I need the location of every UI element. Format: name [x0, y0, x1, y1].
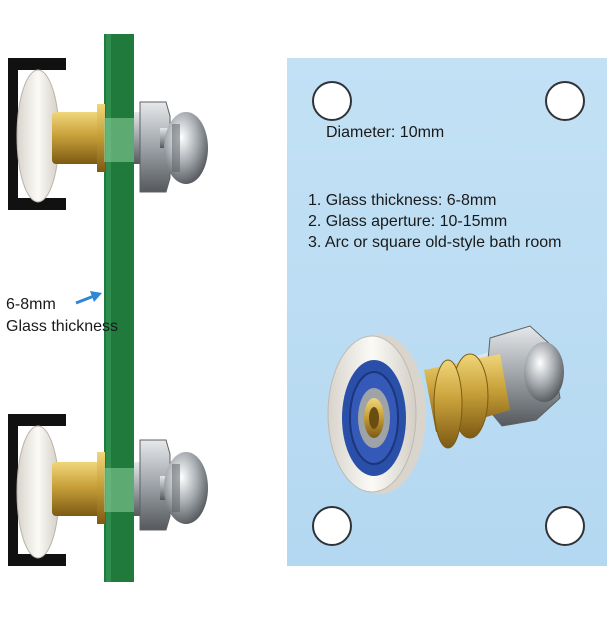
spec-item: 2. Glass aperture: 10-15mm [308, 213, 508, 230]
arrow-right-icon [75, 291, 102, 305]
spec-item: 1. Glass thickness: 6-8mm [308, 192, 497, 209]
hole-bottom-left [312, 506, 352, 546]
diameter-label: Diameter: 10mm [326, 124, 445, 141]
product-detail-panel [287, 58, 607, 566]
roller-assembly-bottom [8, 414, 208, 566]
roller-assembly-top [8, 58, 208, 210]
thickness-label: Glass thickness [6, 318, 119, 335]
thickness-value: 6-8mm [6, 296, 56, 313]
hole-top-left [312, 81, 352, 121]
hole-bottom-right [545, 506, 585, 546]
spec-list: 1. Glass thickness: 6-8mm 2. Glass apert… [308, 190, 561, 253]
roller-product-photo [327, 325, 564, 494]
spec-item: 3. Arc or square old-style bath room [308, 234, 562, 251]
hole-top-right [545, 81, 585, 121]
